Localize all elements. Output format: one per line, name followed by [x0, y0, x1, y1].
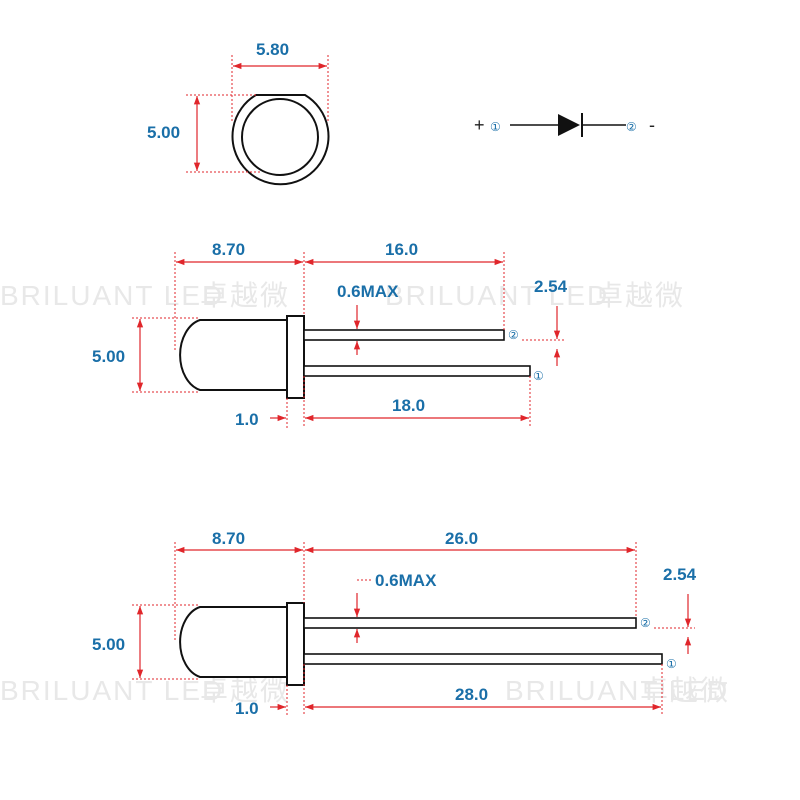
short-led-flange: [286, 315, 305, 399]
long-pitch: 2.54: [663, 565, 697, 584]
symbol-pin2: ②: [626, 120, 637, 134]
diode-triangle-icon: [558, 114, 580, 136]
short-pitch: 2.54: [534, 277, 568, 296]
watermark-cn-4: 卓越微: [640, 675, 730, 706]
symbol-minus: -: [649, 115, 655, 135]
long-pin1-label: ①: [666, 657, 677, 671]
short-lead-width: 0.6MAX: [337, 282, 399, 301]
top-view-lens: [241, 98, 319, 176]
short-lead-short-length: 16.0: [385, 240, 418, 259]
watermark-cn-1: 卓越微: [200, 280, 290, 311]
watermark-cn-2: 卓越微: [595, 280, 685, 311]
long-body-length: 8.70: [212, 529, 245, 548]
watermark-row-1: BRILUANT LED 卓越微 BRILUANT LED 卓越微: [0, 280, 685, 311]
short-lead-2: [303, 329, 505, 341]
watermark-cn-3: 卓越微: [200, 675, 290, 706]
long-lead-long-length: 28.0: [455, 685, 488, 704]
diode-symbol: + ① ② -: [474, 113, 655, 137]
long-lead-short-length: 26.0: [445, 529, 478, 548]
symbol-plus: +: [474, 115, 485, 135]
long-pin2-label: ②: [640, 616, 651, 630]
short-flange: 1.0: [235, 410, 259, 429]
short-lead-long-length: 18.0: [392, 396, 425, 415]
side-view-short: ② ① 8.70 16.0 0.6MAX 2.54 5.00 1.0 18.0: [92, 240, 568, 429]
long-led-body: [179, 606, 288, 678]
short-lead-1: [303, 365, 531, 377]
watermark-brand-4: BRILUANT LED: [505, 675, 729, 706]
symbol-pin1: ①: [490, 120, 501, 134]
watermark-brand-1: BRILUANT LED: [0, 280, 224, 311]
long-led-flange: [286, 602, 305, 686]
watermark-brand-2: BRILUANT LED: [385, 280, 609, 311]
long-diameter: 5.00: [92, 635, 125, 654]
watermark-brand-3: BRILUANT LED: [0, 675, 224, 706]
long-flange: 1.0: [235, 699, 259, 718]
top-height-label: 5.00: [147, 123, 180, 142]
watermark-row-2: BRILUANT LED 卓越微 BRILUANT LED 卓越微: [0, 675, 730, 706]
top-view: 5.80 5.00: [147, 40, 330, 186]
long-lead-width: 0.6MAX: [375, 571, 437, 590]
short-pin2-label: ②: [508, 328, 519, 342]
top-width-label: 5.80: [256, 40, 289, 59]
short-pin1-label: ①: [533, 369, 544, 383]
short-diameter: 5.00: [92, 347, 125, 366]
short-led-body: [179, 319, 288, 391]
long-lead-2: [303, 617, 637, 629]
long-lead-1: [303, 653, 663, 665]
side-view-long: ② ① 8.70 26.0 0.6MAX 2.54 5.00 1.0 28: [92, 529, 697, 718]
short-body-length: 8.70: [212, 240, 245, 259]
